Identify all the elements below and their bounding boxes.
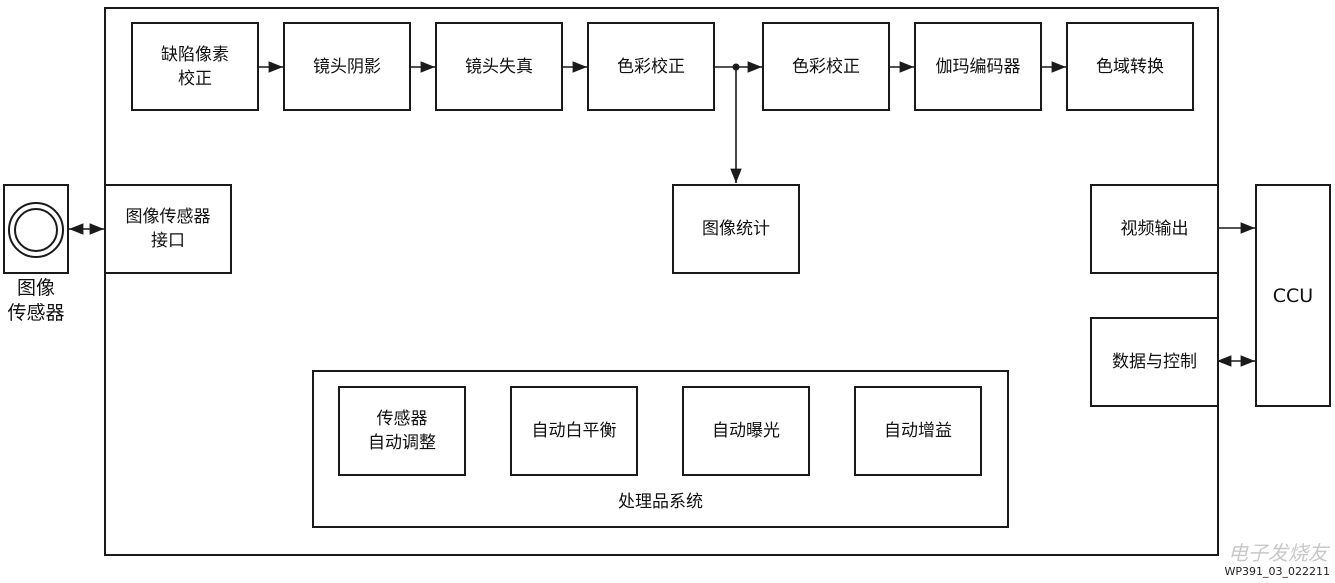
auto-white-balance-block: 自动白平衡 [510, 386, 638, 476]
image-statistics-block: 图像统计 [672, 184, 800, 274]
figure-id: WP391_03_022211 [1224, 565, 1331, 578]
auto-gain-block: 自动增益 [854, 386, 982, 476]
defect-pixel-correction-block: 缺陷像素 校正 [131, 22, 259, 111]
sensor-auto-adjust-block: 传感器 自动调整 [338, 386, 466, 476]
color-correction-block-1: 色彩校正 [587, 22, 715, 111]
color-space-conversion-block: 色域转换 [1066, 22, 1194, 111]
lens-shading-block: 镜头阴影 [283, 22, 411, 111]
watermark-text: 电子发烧友 [1228, 541, 1328, 565]
image-sensor-label: 图像 传感器 [7, 277, 65, 324]
gamma-encoder-block: 伽玛编码器 [914, 22, 1042, 111]
processor-system-label: 处理品系统 [618, 492, 703, 512]
lens-distortion-block: 镜头失真 [435, 22, 563, 111]
sensor-lens-inner-icon [14, 208, 58, 252]
video-output-block: 视频输出 [1090, 184, 1219, 274]
data-control-block: 数据与控制 [1090, 317, 1219, 407]
isp-frame [104, 7, 1219, 556]
color-correction-block-2: 色彩校正 [762, 22, 890, 111]
image-sensor-box [3, 184, 69, 274]
auto-exposure-block: 自动曝光 [682, 386, 810, 476]
junction-dot [732, 63, 740, 71]
ccu-block: CCU [1255, 184, 1331, 407]
processor-system-frame [312, 370, 1009, 528]
image-sensor-interface-block: 图像传感器 接口 [104, 184, 232, 274]
